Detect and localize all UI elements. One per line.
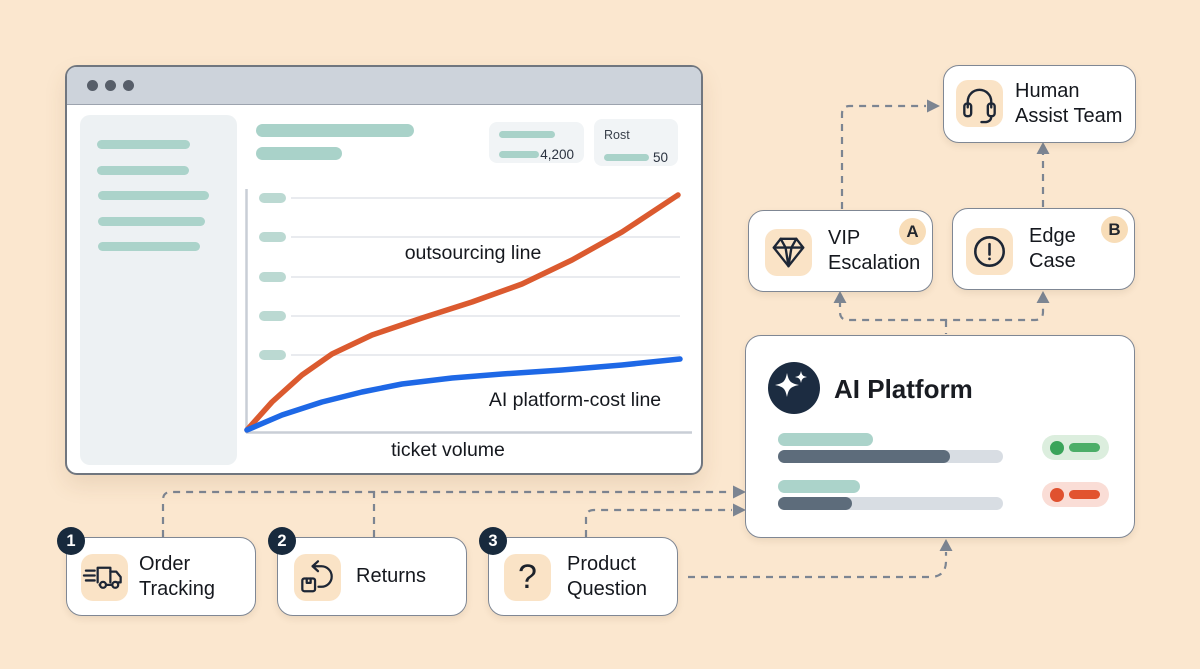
- node-label: Returns: [356, 565, 427, 587]
- node-label: Order: [139, 552, 191, 575]
- skeleton-line: [256, 124, 414, 137]
- badge-b: B: [1101, 216, 1128, 243]
- y-tick-pill: [259, 232, 286, 242]
- node-order-tracking: 1 Order Tracking: [57, 527, 256, 616]
- progress-bar: [778, 497, 1003, 510]
- y-tick-pill: [259, 311, 286, 321]
- annotation-ai-cost-line: AI platform-cost line: [488, 389, 662, 411]
- badge-2: 2: [268, 527, 296, 555]
- headset-icon: [956, 80, 1003, 127]
- ai-platform-title: AI Platform: [834, 374, 973, 404]
- sidebar-skeleton: [80, 115, 237, 465]
- node-vip-escalation: A VIP Escalation: [748, 210, 933, 292]
- stat-value: 50: [652, 150, 668, 165]
- return-box-icon: [294, 554, 341, 601]
- node-label: VIP: [828, 227, 861, 249]
- badge-1: 1: [57, 527, 85, 555]
- status-toggle-negative: [1042, 482, 1109, 507]
- x-axis-label: ticket volume: [391, 439, 505, 461]
- skeleton-line: [604, 154, 649, 161]
- skeleton-line: [499, 151, 539, 158]
- stat-card-rost: Rost 50: [594, 119, 678, 166]
- skeleton-line: [778, 480, 860, 493]
- progress-fill: [778, 450, 950, 463]
- browser-window: 4,200 Rost 50 outsourcing line AI platfo…: [65, 65, 703, 475]
- node-label: Assist Team: [1015, 105, 1123, 127]
- sparkles-icon: [768, 362, 820, 414]
- badge-a: A: [899, 218, 926, 245]
- connector-product-to-ai-bottom: [688, 552, 948, 579]
- node-edge-case: B Edge Case: [952, 208, 1135, 290]
- node-label: Tracking: [139, 577, 215, 600]
- connector-product-to-ai: [584, 508, 732, 537]
- arrow-into-human-bottom: [1036, 142, 1050, 154]
- arrow-into-edge: [1036, 291, 1050, 303]
- status-dot: [1050, 440, 1064, 455]
- skeleton-line: [97, 166, 189, 175]
- node-returns: 2 Returns: [268, 527, 467, 616]
- window-dot-icon: [87, 80, 98, 91]
- browser-titlebar: [67, 67, 701, 105]
- window-dot-icon: [105, 80, 116, 91]
- connector-order-to-ai: [161, 490, 732, 537]
- skeleton-line: [97, 140, 190, 149]
- skeleton-line: [256, 147, 342, 160]
- status-dot: [1050, 487, 1064, 502]
- ai-platform-cost-curve: [244, 356, 683, 433]
- y-tick-pill: [259, 350, 286, 360]
- skeleton-line: [98, 217, 205, 226]
- node-ai-platform: AI Platform: [745, 335, 1135, 538]
- arrow-into-ai-bottom: [939, 539, 953, 551]
- connector-ai-branch: [838, 300, 1045, 322]
- y-tick-pill: [259, 193, 286, 203]
- status-toggle-positive: [1042, 435, 1109, 460]
- skeleton-line: [98, 242, 200, 251]
- outsourcing-line-curve: [244, 192, 681, 433]
- node-label: Product: [567, 552, 636, 575]
- gem-icon: [765, 229, 812, 276]
- node-label: Case: [1029, 250, 1076, 272]
- question-icon: ?: [504, 554, 551, 601]
- skeleton-line: [778, 433, 873, 446]
- alert-circle-icon: [966, 228, 1013, 275]
- status-dash: [1069, 490, 1100, 499]
- progress-fill: [778, 497, 852, 510]
- connector-vip-to-human: [840, 104, 926, 209]
- stat-card-tickets: 4,200: [489, 122, 584, 163]
- y-tick-pill: [259, 272, 286, 282]
- stat-value: 4,200: [540, 147, 574, 162]
- node-label: Human: [1015, 80, 1080, 102]
- arrow-into-vip: [833, 291, 847, 303]
- node-label: Escalation: [828, 252, 921, 274]
- question-glyph: ?: [518, 558, 537, 596]
- node-product-question: 3 ? Product Question: [479, 527, 678, 616]
- node-human-assist-team: Human Assist Team: [943, 65, 1136, 143]
- status-dash: [1069, 443, 1100, 452]
- skeleton-line: [98, 191, 209, 200]
- node-label: Edge: [1029, 225, 1076, 247]
- skeleton-line: [499, 131, 555, 138]
- annotation-outsourcing-line: outsourcing line: [404, 242, 542, 264]
- window-dot-icon: [123, 80, 134, 91]
- stat-label: Rost: [604, 128, 630, 142]
- progress-bar: [778, 450, 1003, 463]
- badge-3: 3: [479, 527, 507, 555]
- truck-icon: [81, 554, 128, 601]
- arrow-into-human-left: [927, 99, 940, 113]
- node-label: Question: [567, 577, 648, 600]
- cost-comparison-chart: [244, 189, 692, 434]
